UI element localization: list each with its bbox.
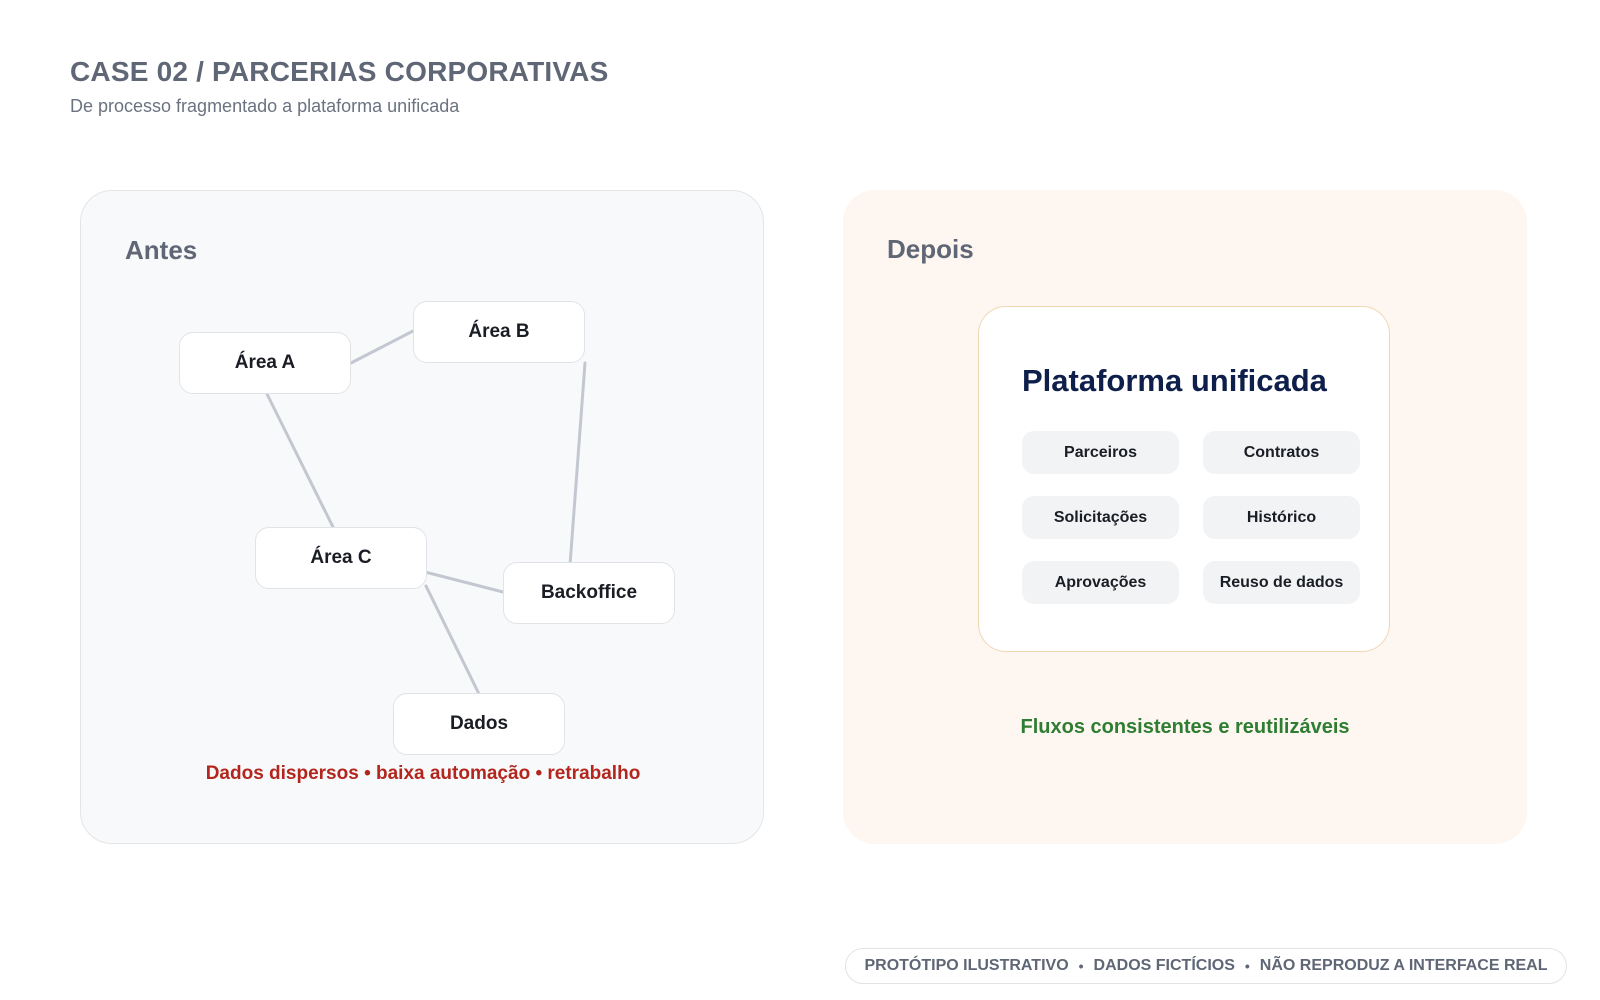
module-chip-aprovacoes: Aprovações	[1022, 561, 1179, 604]
module-chip-historico: Histórico	[1203, 496, 1360, 539]
platform-title: Plataforma unificada	[1022, 363, 1327, 398]
before-panel: Antes Área A Área B Área C Backoffice Da…	[80, 190, 764, 844]
benefit-text: Fluxos consistentes e reutilizáveis	[1020, 716, 1350, 738]
node-area-b: Área B	[413, 301, 585, 363]
before-label: Antes	[125, 235, 198, 265]
problems-text: Dados dispersos • baixa automação • retr…	[205, 763, 641, 784]
page-subtitle: De processo fragmentado a plataforma uni…	[70, 96, 460, 116]
link-area-a-area-c	[264, 390, 336, 531]
platform-card: Plataforma unificada Parceiros Contratos…	[978, 306, 1390, 652]
separator-dot: •	[1078, 958, 1084, 974]
node-area-a: Área A	[179, 332, 351, 394]
node-backoffice: Backoffice	[503, 562, 675, 624]
module-chip-contratos: Contratos	[1203, 431, 1360, 474]
after-label: Depois	[887, 234, 974, 264]
disclaimer-badge: PROTÓTIPO ILUSTRATIVO • DADOS FICTÍCIOS …	[845, 948, 1567, 984]
link-area-a-area-b	[349, 329, 415, 365]
separator-dot: •	[1244, 958, 1250, 974]
after-panel: Depois Plataforma unificada Parceiros Co…	[843, 190, 1527, 844]
node-dados: Dados	[393, 693, 565, 755]
disclaimer-item: NÃO REPRODUZ A INTERFACE REAL	[1259, 957, 1548, 974]
page-header: CASE 02 / PARCERIAS CORPORATIVAS De proc…	[70, 56, 608, 117]
page-title: CASE 02 / PARCERIAS CORPORATIVAS	[70, 56, 609, 87]
disclaimer-item: PROTÓTIPO ILUSTRATIVO	[864, 957, 1069, 974]
node-area-c: Área C	[255, 527, 427, 589]
module-chip-reuso-de-dados: Reuso de dados	[1203, 561, 1360, 604]
module-chip-solicitacoes: Solicitações	[1022, 496, 1179, 539]
link-area-c-dados	[424, 584, 481, 696]
link-area-b-backoffice	[568, 361, 587, 567]
disclaimer-item: DADOS FICTÍCIOS	[1093, 957, 1235, 974]
module-chip-parceiros: Parceiros	[1022, 431, 1179, 474]
